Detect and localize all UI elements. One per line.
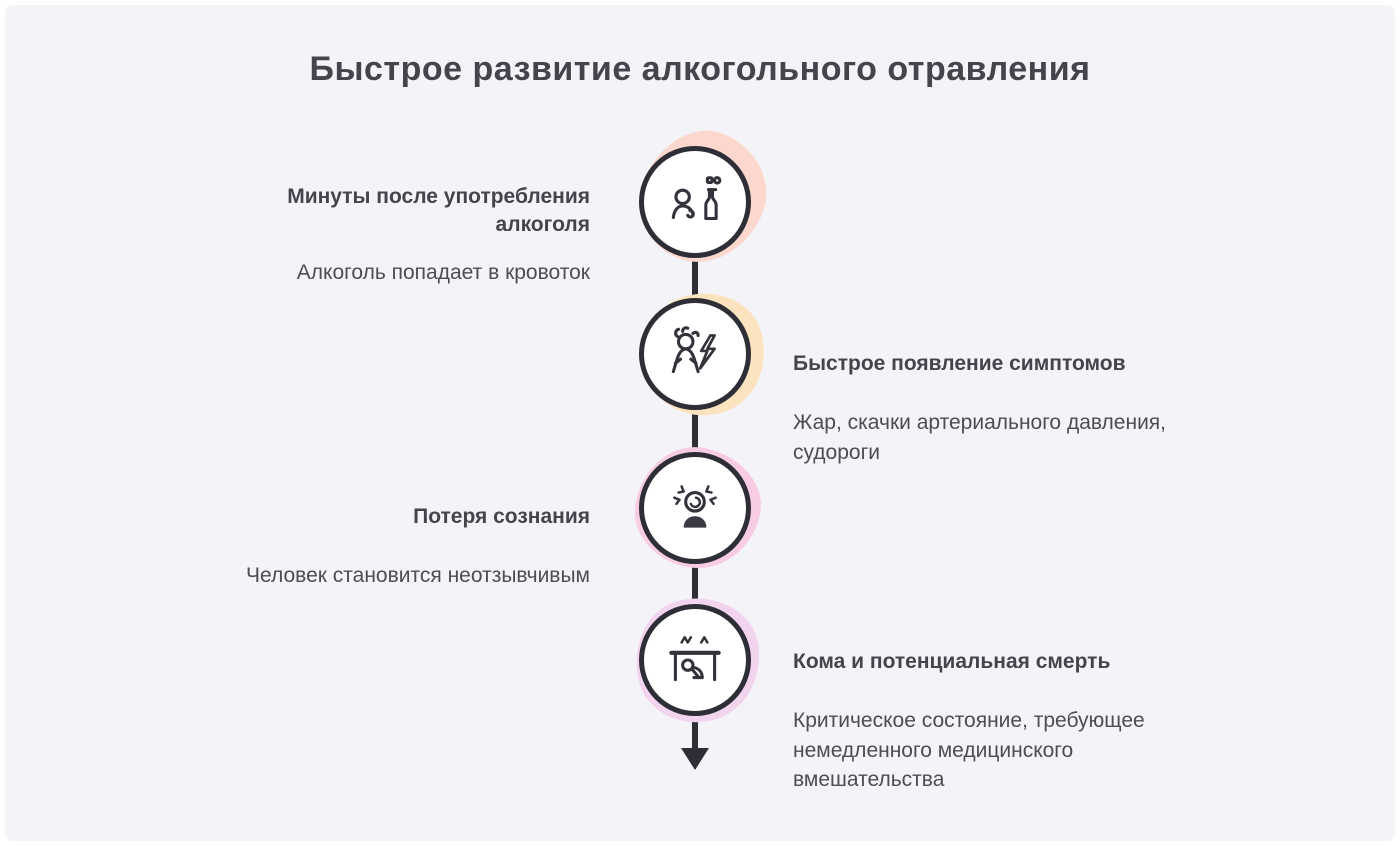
dizzy-person-icon [673,485,717,528]
step-text: Быстрое появление симптомов Жар, скачки … [793,350,1223,467]
page-title: Быстрое развитие алкогольного отравления [309,50,1091,88]
step-body: Критическое состояние, требующее немедле… [793,709,1145,792]
step-heading: Быстрое появление симптомов [793,352,1126,375]
step-body: Алкоголь попадает в кровоток [296,260,590,284]
step-node [639,452,751,564]
step-node [639,604,751,716]
lightning-symptoms-icon [671,326,716,374]
step-heading: Кома и потенциальная смерть [793,650,1111,673]
step-text: Потеря сознания Человек становится неотз… [160,503,590,591]
step-node [639,298,751,410]
down-arrow-icon [681,748,709,770]
step-heading: Потеря сознания [413,505,590,528]
drinking-person-icon [671,176,722,221]
step-heading: Минуты после употребления алкоголя [287,185,590,237]
step-body: Жар, скачки артериального давления, судо… [793,411,1167,464]
step-text: Кома и потенциальная смерть Критическое … [793,648,1223,795]
step-node [639,146,751,258]
collapsed-under-table-icon [669,636,721,682]
step-text: Минуты после употребления алкоголя Алког… [160,183,590,287]
step-body: Человек становится неотзывчивым [246,564,590,588]
